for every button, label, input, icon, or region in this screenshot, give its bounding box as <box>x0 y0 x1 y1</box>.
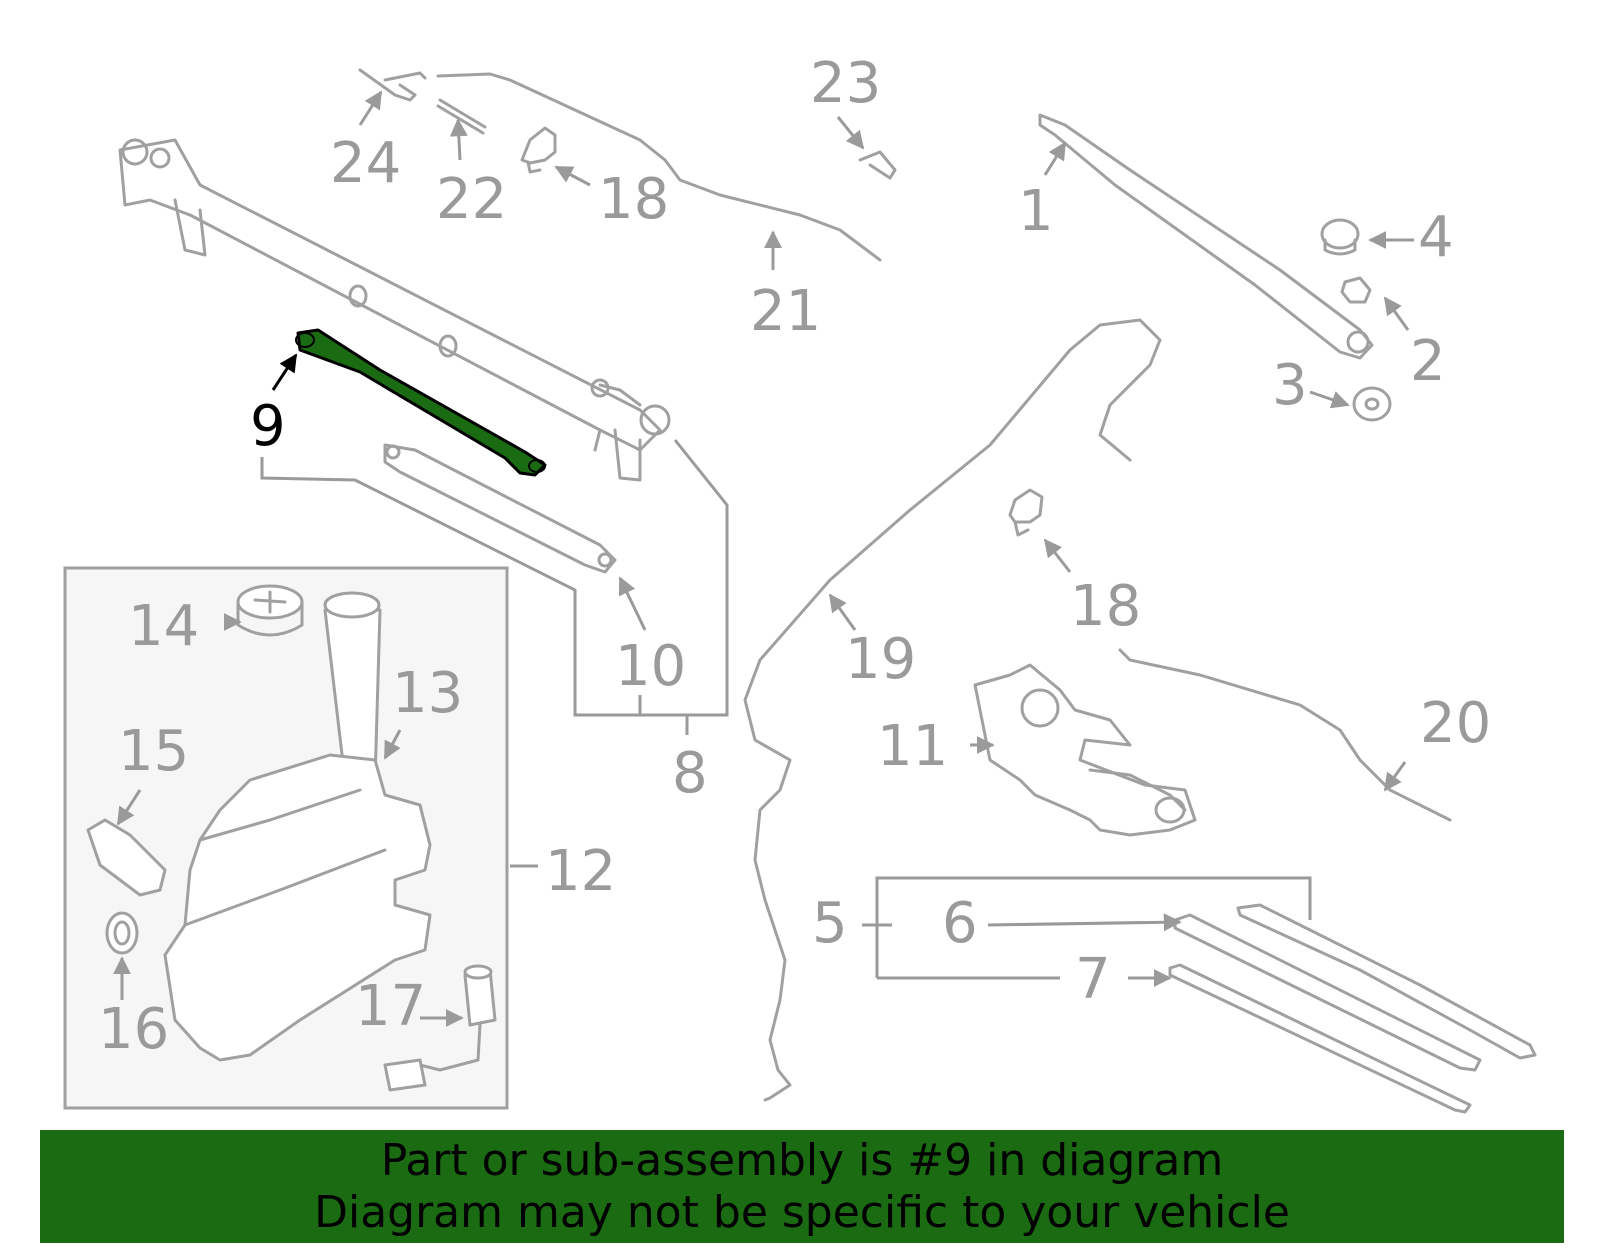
part-19-washer-hose <box>743 318 1162 1102</box>
part-20-washer-hose <box>1118 648 1452 822</box>
notice-banner: Part or sub-assembly is #9 in diagram Di… <box>40 1130 1564 1243</box>
wiper-linkage-frame <box>118 138 671 482</box>
callout-11: 11 <box>877 714 948 779</box>
callout-4: 4 <box>1418 205 1454 270</box>
part-3-washer <box>1352 386 1392 422</box>
callout-6: 6 <box>942 891 978 956</box>
leader-9-arrow <box>271 353 298 391</box>
part-6-wiper-blade <box>1173 903 1537 1072</box>
callout-17: 17 <box>355 974 426 1039</box>
callout-labels: 1 2 3 4 5 6 7 8 9 10 11 12 13 14 15 16 1… <box>98 51 1491 1062</box>
notice-banner-bg <box>40 1130 1564 1243</box>
callout-2: 2 <box>1410 329 1446 394</box>
callout-1: 1 <box>1018 179 1054 244</box>
callout-3: 3 <box>1272 353 1308 418</box>
part-11-wiper-motor <box>973 663 1197 837</box>
part-16-grommet <box>105 911 139 955</box>
callout-19: 19 <box>845 627 916 692</box>
leader-bracket-8 <box>260 439 729 717</box>
banner-line-1: Part or sub-assembly is #9 in diagram <box>380 1134 1224 1186</box>
part-17-level-sensor <box>383 964 497 1092</box>
part-18-nozzle-lower <box>1008 488 1044 537</box>
leader-bracket-5 <box>862 876 1312 980</box>
part-4-cap <box>1320 218 1360 256</box>
part-18-nozzle-upper <box>520 126 557 174</box>
leader-arrows <box>113 90 1414 1027</box>
callout-24: 24 <box>330 131 401 196</box>
callout-14: 14 <box>128 594 199 659</box>
callout-10: 10 <box>615 634 686 699</box>
callout-7: 7 <box>1075 947 1111 1012</box>
part-14-reservoir-cap <box>236 584 304 637</box>
callout-18-upper: 18 <box>598 167 669 232</box>
part-9-drive-link[interactable] <box>295 328 547 477</box>
callout-21: 21 <box>750 279 821 344</box>
part-21-washer-hose <box>436 72 882 262</box>
callout-15: 15 <box>118 719 189 784</box>
part-23-clip <box>858 150 897 180</box>
callout-23: 23 <box>810 51 881 116</box>
callout-5: 5 <box>812 891 848 956</box>
callout-16: 16 <box>98 997 169 1062</box>
callout-13: 13 <box>392 661 463 726</box>
part-2-nut <box>1340 276 1372 304</box>
callout-22: 22 <box>436 167 507 232</box>
part-1-wiper-arm <box>1038 113 1374 360</box>
part-24-hose-joint <box>358 68 487 135</box>
part-12-reservoir-tank <box>163 753 432 1062</box>
part-15-washer-pump <box>86 818 167 897</box>
callout-20: 20 <box>1420 691 1491 756</box>
callout-12: 12 <box>545 839 616 904</box>
callout-8: 8 <box>672 741 708 806</box>
callout-9: 9 <box>250 394 286 459</box>
callout-18-lower: 18 <box>1070 574 1141 639</box>
part-10-link-rod <box>383 443 617 574</box>
banner-line-2: Diagram may not be specific to your vehi… <box>314 1186 1290 1238</box>
